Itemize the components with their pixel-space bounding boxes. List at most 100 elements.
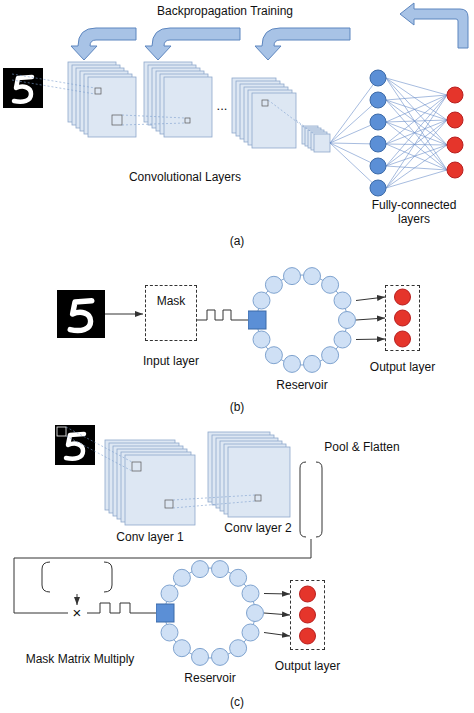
ellipsis: ... [210,98,234,114]
input-arrow [105,314,143,315]
reservoir-neuron [284,268,301,285]
reservoir-neuron [253,331,270,348]
layer-label: Conv layer 1 [100,530,200,544]
reservoir-neuron [242,624,259,641]
input-signal-wave [87,603,156,613]
reservoir-neuron [247,605,264,622]
layer-label: Fully-connected layers [364,198,464,227]
feature-map [88,77,136,137]
reservoir-ring: Reservoir [156,559,264,667]
neuron [370,114,386,130]
node-caption: Reservoir [276,378,327,392]
connector [197,310,248,320]
panel-caption: (a) [217,234,257,248]
feature-map [164,77,212,137]
feature-map [314,134,330,152]
feature-wire [14,539,311,613]
mask-matrix-bracket [42,562,112,592]
reservoir-ring: Reservoir [248,266,356,374]
projection-lines [66,427,255,508]
neuron [447,162,463,178]
reservoir-neuron [334,292,351,309]
hidden-neurons [370,70,386,196]
receptive-square [262,100,268,106]
connector [264,593,290,595]
reservoir-loop [165,568,255,658]
mask-arrow [77,594,78,605]
reservoir-neuron [161,624,178,641]
conv-stack [208,432,290,517]
neuron [370,92,386,108]
receptive-square [165,500,173,508]
reservoir-neuron [253,292,270,309]
multiply-symbol: × [67,604,87,622]
receptive-square [95,88,101,94]
reservoir-neuron [230,640,247,657]
digit-background [57,290,105,338]
node-caption: Output layer [370,360,435,374]
output-neuron [395,310,411,326]
neuron [370,136,386,152]
reservoir-graphic [248,266,356,374]
output-neuron [300,586,316,602]
reservoir-neuron [212,561,229,578]
reservoir-neuron [334,331,351,348]
reservoir-neuron [192,561,209,578]
neuron [447,137,463,153]
output-neuron [300,607,316,623]
neuron [447,112,463,128]
feature-map [125,455,195,525]
reservoir-neuron [212,648,229,665]
reservoir-neuron [322,276,339,293]
digit-stroke [66,434,84,459]
reservoir-neuron [322,347,339,364]
conv-stack [302,126,330,152]
connector [356,318,385,320]
conv-stack [144,62,212,137]
reservoir-neuron [242,585,259,602]
reservoir-neuron [304,268,321,285]
output-layer-box: Output layer [385,285,420,351]
layer-label: Conv layer 2 [213,521,303,535]
feature-map [252,93,296,148]
digit-background [55,425,95,465]
feature-map [228,447,290,517]
panel-caption: (c) [217,695,257,709]
connector [356,339,385,341]
reservoir-graphic [156,559,264,667]
reservoir-neuron [192,648,209,665]
receptive-field [95,88,268,125]
backprop-arrow [71,28,136,60]
panel-caption: (b) [217,400,257,414]
node-title: Mask [146,294,196,308]
conv-stack [232,78,296,148]
projection-lines [12,74,314,134]
reservoir-loop [257,275,347,365]
neuron [370,158,386,174]
dense-connections [386,78,447,188]
neuron [370,180,386,196]
reservoir-neuron [173,569,190,586]
reservoir-neuron [265,276,282,293]
neuron [447,87,463,103]
reservoir-neuron [284,355,301,372]
backprop-arrow [255,28,350,60]
conv-stack [68,62,136,137]
digit-image [55,425,95,465]
output-neurons [447,87,463,178]
receptive-square [112,115,122,125]
digit-image [57,290,105,338]
flatten-vector-bracket [300,462,322,537]
kernel-window [57,427,66,436]
fan-in-lines [330,78,378,188]
output-graphic [291,581,324,649]
operation-label: Mask Matrix Multiply [5,652,155,666]
node-caption: Reservoir [184,671,235,685]
node-caption: Input layer [143,354,199,368]
digit-image [3,68,43,108]
output-graphic [386,286,419,350]
digit-background [3,68,43,108]
